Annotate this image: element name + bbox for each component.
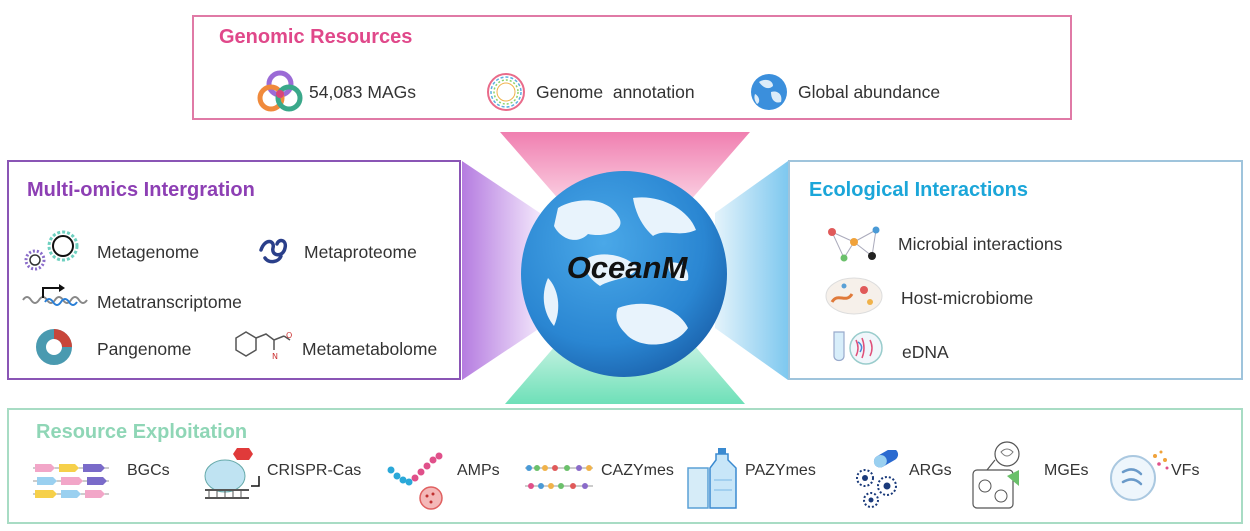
center-title: OceanM bbox=[566, 250, 688, 285]
molecule-icon: N O bbox=[235, 331, 292, 361]
microbial-interactions-label: Microbial interactions bbox=[898, 234, 1063, 254]
metatranscriptome-label: Metatranscriptome bbox=[97, 292, 242, 312]
circular-genome-map-icon bbox=[487, 73, 525, 111]
svg-text:O: O bbox=[286, 331, 292, 340]
bgcs-label: BGCs bbox=[127, 462, 170, 479]
bacteria-pill-icon bbox=[856, 450, 899, 508]
network-icon bbox=[828, 226, 880, 262]
gene-cluster-icon bbox=[33, 464, 109, 498]
genomic-resources-panel: Genomic Resources 54,083 MAGs Genome ann… bbox=[192, 15, 1072, 120]
pangenome-label: Pangenome bbox=[97, 339, 192, 359]
virulence-icon bbox=[1110, 450, 1169, 501]
panel-title: Resource Exploitation bbox=[36, 421, 248, 443]
amps-label: AMPs bbox=[457, 462, 500, 479]
enzyme-chain-icon bbox=[525, 465, 593, 489]
metametabolome-label: Metametabolome bbox=[302, 339, 438, 359]
mags-label: 54,083 MAGs bbox=[309, 82, 416, 102]
metagenome-label: Metagenome bbox=[97, 242, 200, 262]
mges-label: MGEs bbox=[1044, 462, 1089, 479]
donut-chart-icon bbox=[36, 329, 72, 365]
pazymes-label: PAZYmes bbox=[745, 462, 816, 479]
panel-title: Ecological Interactions bbox=[809, 179, 1028, 201]
overlapping-rings-icon bbox=[257, 70, 303, 112]
args-label: ARGs bbox=[909, 462, 952, 479]
panel-title: Multi-omics Intergration bbox=[27, 179, 255, 201]
left-fan bbox=[462, 161, 540, 380]
panel-title: Genomic Resources bbox=[219, 26, 413, 48]
resource-exploitation-panel: Resource Exploitation BGCs CRISPR-Cas AM… bbox=[7, 408, 1243, 524]
edna-label: eDNA bbox=[902, 342, 949, 362]
vfs-label: VFs bbox=[1171, 462, 1200, 479]
ecological-interactions-panel: Ecological Interactions Microbial intera… bbox=[788, 160, 1243, 380]
host-microbe-icon bbox=[825, 277, 883, 315]
genome-annotation-label: Genome annotation bbox=[536, 82, 695, 102]
peptide-chain-icon bbox=[387, 452, 443, 510]
edna-tube-icon bbox=[833, 331, 883, 365]
metaproteome-label: Metaproteome bbox=[304, 242, 417, 262]
crispr-cas-label: CRISPR-Cas bbox=[267, 462, 362, 479]
host-microbiome-label: Host-microbiome bbox=[901, 288, 1034, 308]
right-fan bbox=[715, 161, 788, 380]
transcription-icon bbox=[22, 284, 88, 306]
protein-icon bbox=[259, 238, 288, 264]
cazymes-label: CAZYmes bbox=[601, 462, 674, 479]
ocean-globe bbox=[521, 171, 727, 377]
dna-circles-icon bbox=[24, 230, 79, 271]
plastic-bottle-icon bbox=[687, 448, 737, 509]
globe-icon bbox=[751, 74, 787, 110]
multi-omics-panel: Multi-omics Intergration Metagenome Meta… bbox=[7, 160, 461, 380]
crispr-icon bbox=[204, 448, 260, 499]
mobile-element-icon bbox=[972, 441, 1020, 509]
svg-text:N: N bbox=[272, 352, 278, 361]
global-abundance-label: Global abundance bbox=[798, 82, 941, 102]
